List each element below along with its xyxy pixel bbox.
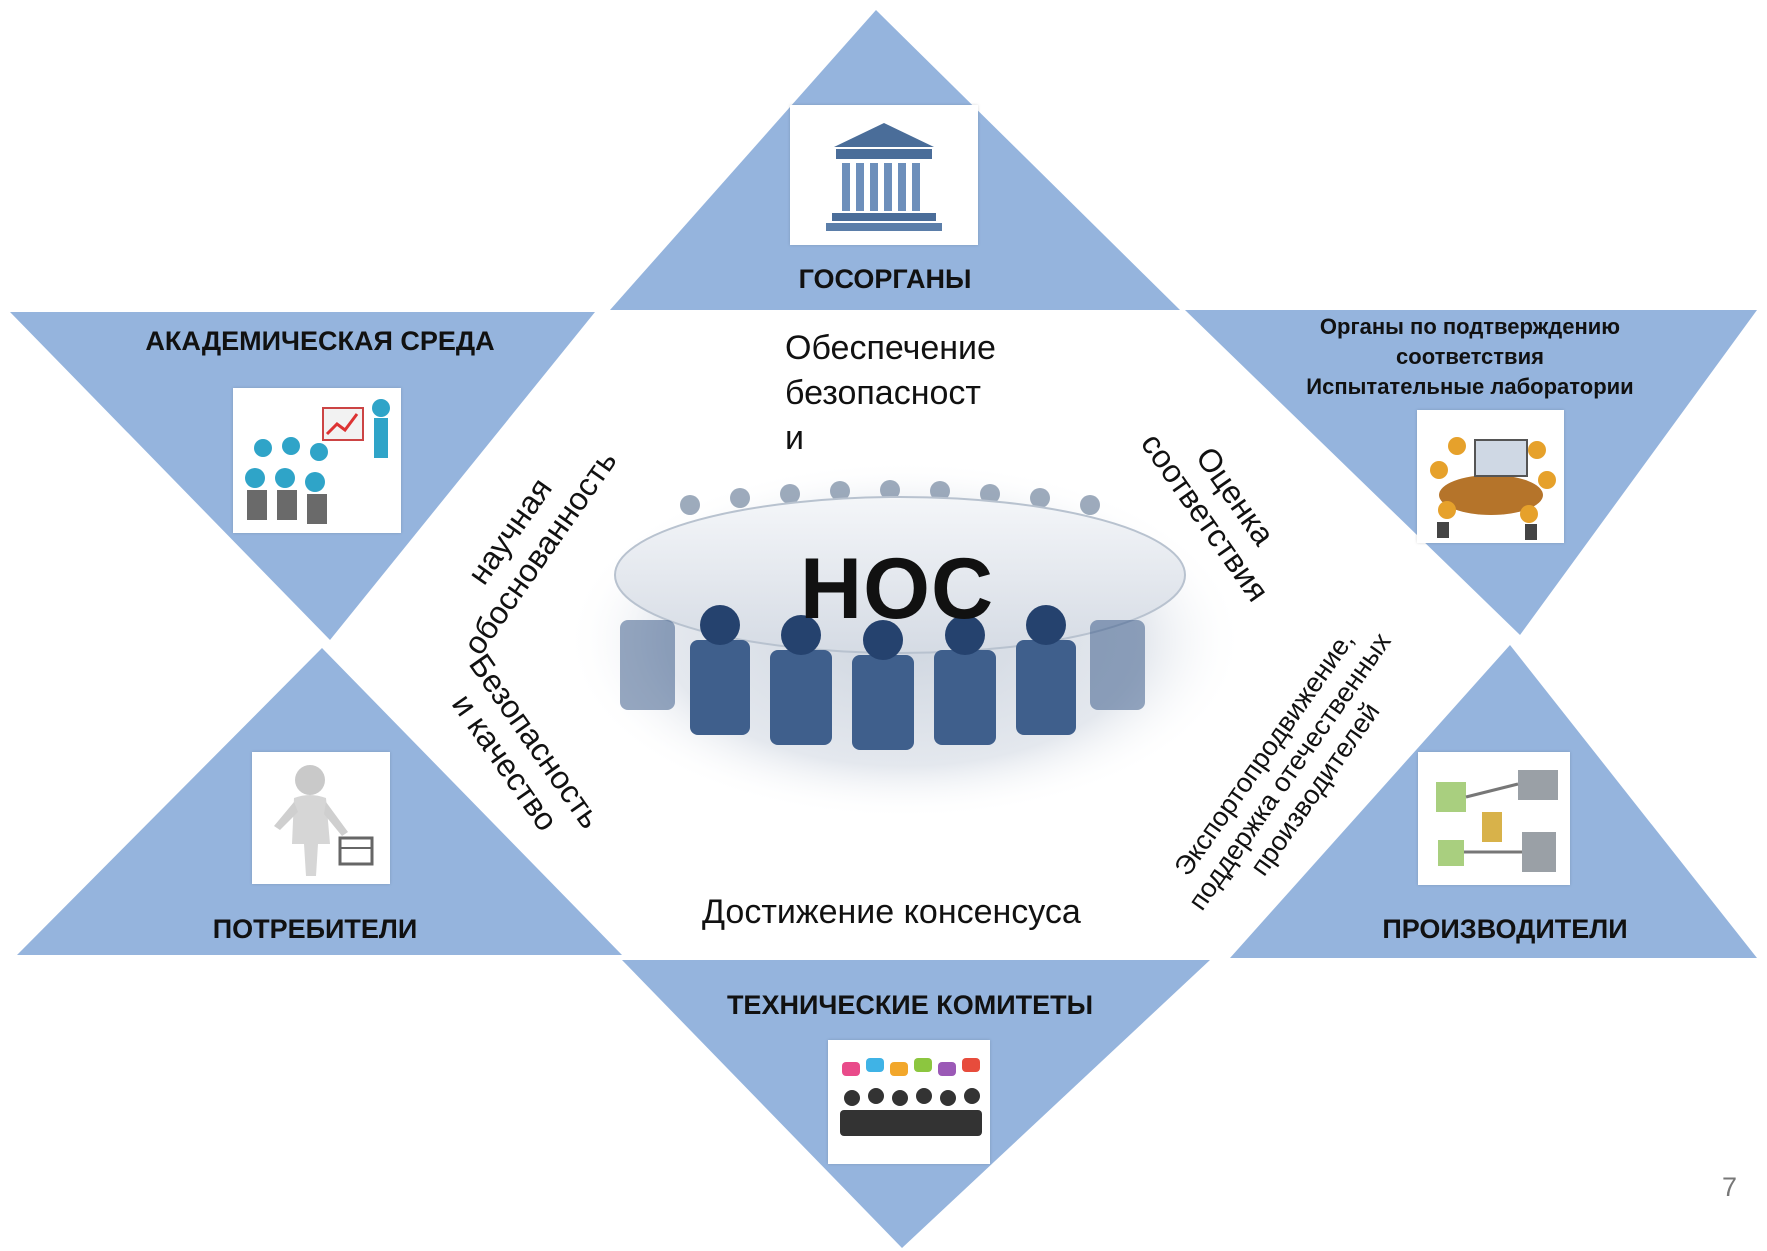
government-building-icon xyxy=(790,105,978,245)
node-top-right-line3: Испытательные лаборатории xyxy=(1306,374,1634,399)
node-top-right-label: Органы по подтверждению соответствия Исп… xyxy=(1270,312,1670,402)
relation-top-line1: Обеспечение xyxy=(785,329,996,367)
relation-top: Обеспечение безопасност и xyxy=(785,326,996,461)
page-number: 7 xyxy=(1722,1172,1738,1202)
node-top-label: ГОСОРГАНЫ xyxy=(798,264,972,294)
committee-chat-icon xyxy=(828,1040,990,1164)
node-bottom-left-label: ПОТРЕБИТЕЛИ xyxy=(212,914,418,944)
production-line-icon xyxy=(1418,752,1570,885)
relation-top-line2: безопасност xyxy=(785,374,981,412)
node-top-right-line1: Органы по подтверждению xyxy=(1319,314,1621,339)
node-bottom-label: ТЕХНИЧЕСКИЕ КОМИТЕТЫ xyxy=(726,990,1094,1020)
relation-bottom: Достижение консенсуса xyxy=(702,893,1081,931)
relation-top-line3: и xyxy=(785,419,804,457)
center-title: НОС xyxy=(800,541,995,637)
round-table-illustration xyxy=(565,460,1245,820)
node-bottom-right-label: ПРОИЗВОДИТЕЛИ xyxy=(1382,914,1628,944)
shopper-with-basket-icon xyxy=(252,752,390,884)
node-top-right-line2: соответствия xyxy=(1396,344,1544,369)
node-top-left-label: АКАДЕМИЧЕСКАЯ СРЕДА xyxy=(145,326,495,356)
meeting-table-laptop-icon xyxy=(1417,410,1564,543)
presentation-audience-icon xyxy=(233,388,401,533)
